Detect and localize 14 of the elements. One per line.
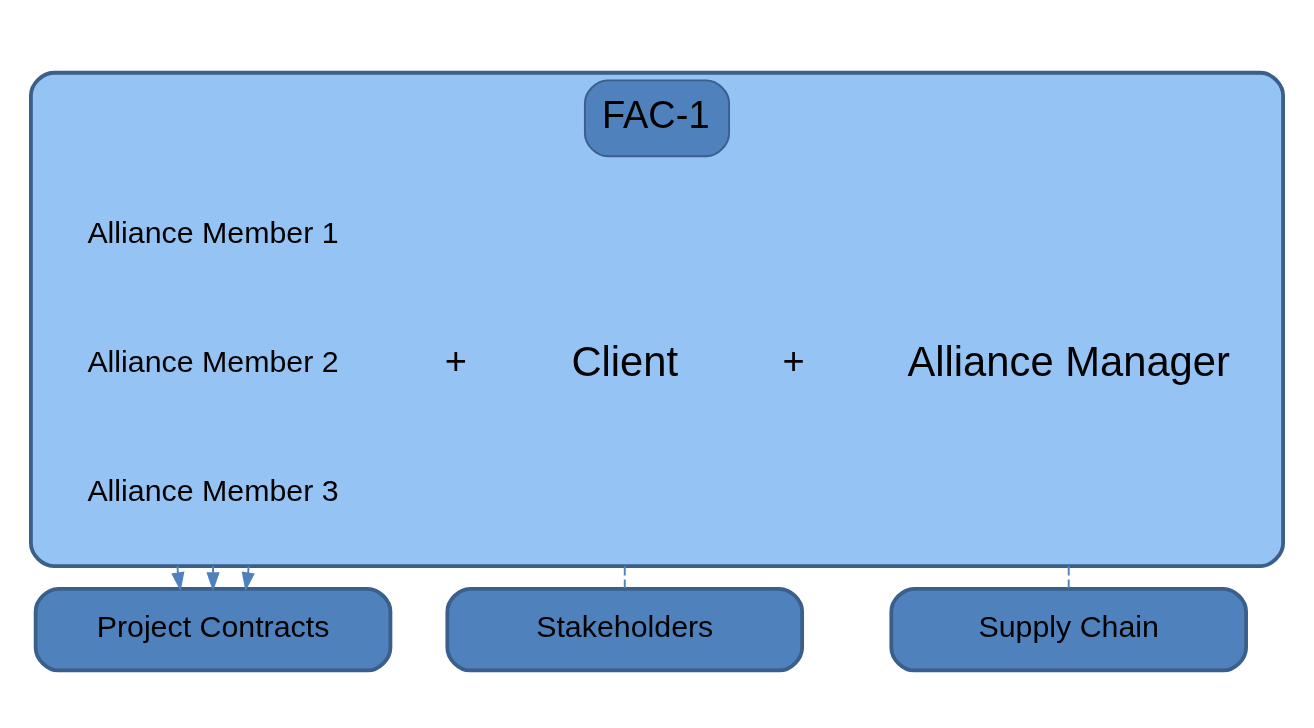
node-text: Alliance Member 1	[87, 216, 339, 250]
arrow	[206, 565, 220, 592]
node-box: Project Contracts	[33, 586, 393, 673]
node-text: Alliance Member 2	[87, 345, 339, 379]
connector	[623, 565, 626, 589]
label: +	[782, 340, 805, 383]
node-box: Supply Chain	[889, 586, 1248, 673]
node-box: Stakeholders	[445, 586, 805, 673]
arrow	[171, 565, 185, 592]
node-text: Alliance Member 3	[87, 474, 339, 508]
node-text: Client	[571, 337, 679, 385]
label: +	[444, 340, 467, 383]
connector	[1067, 565, 1070, 589]
node-text: Alliance Manager	[907, 337, 1230, 385]
